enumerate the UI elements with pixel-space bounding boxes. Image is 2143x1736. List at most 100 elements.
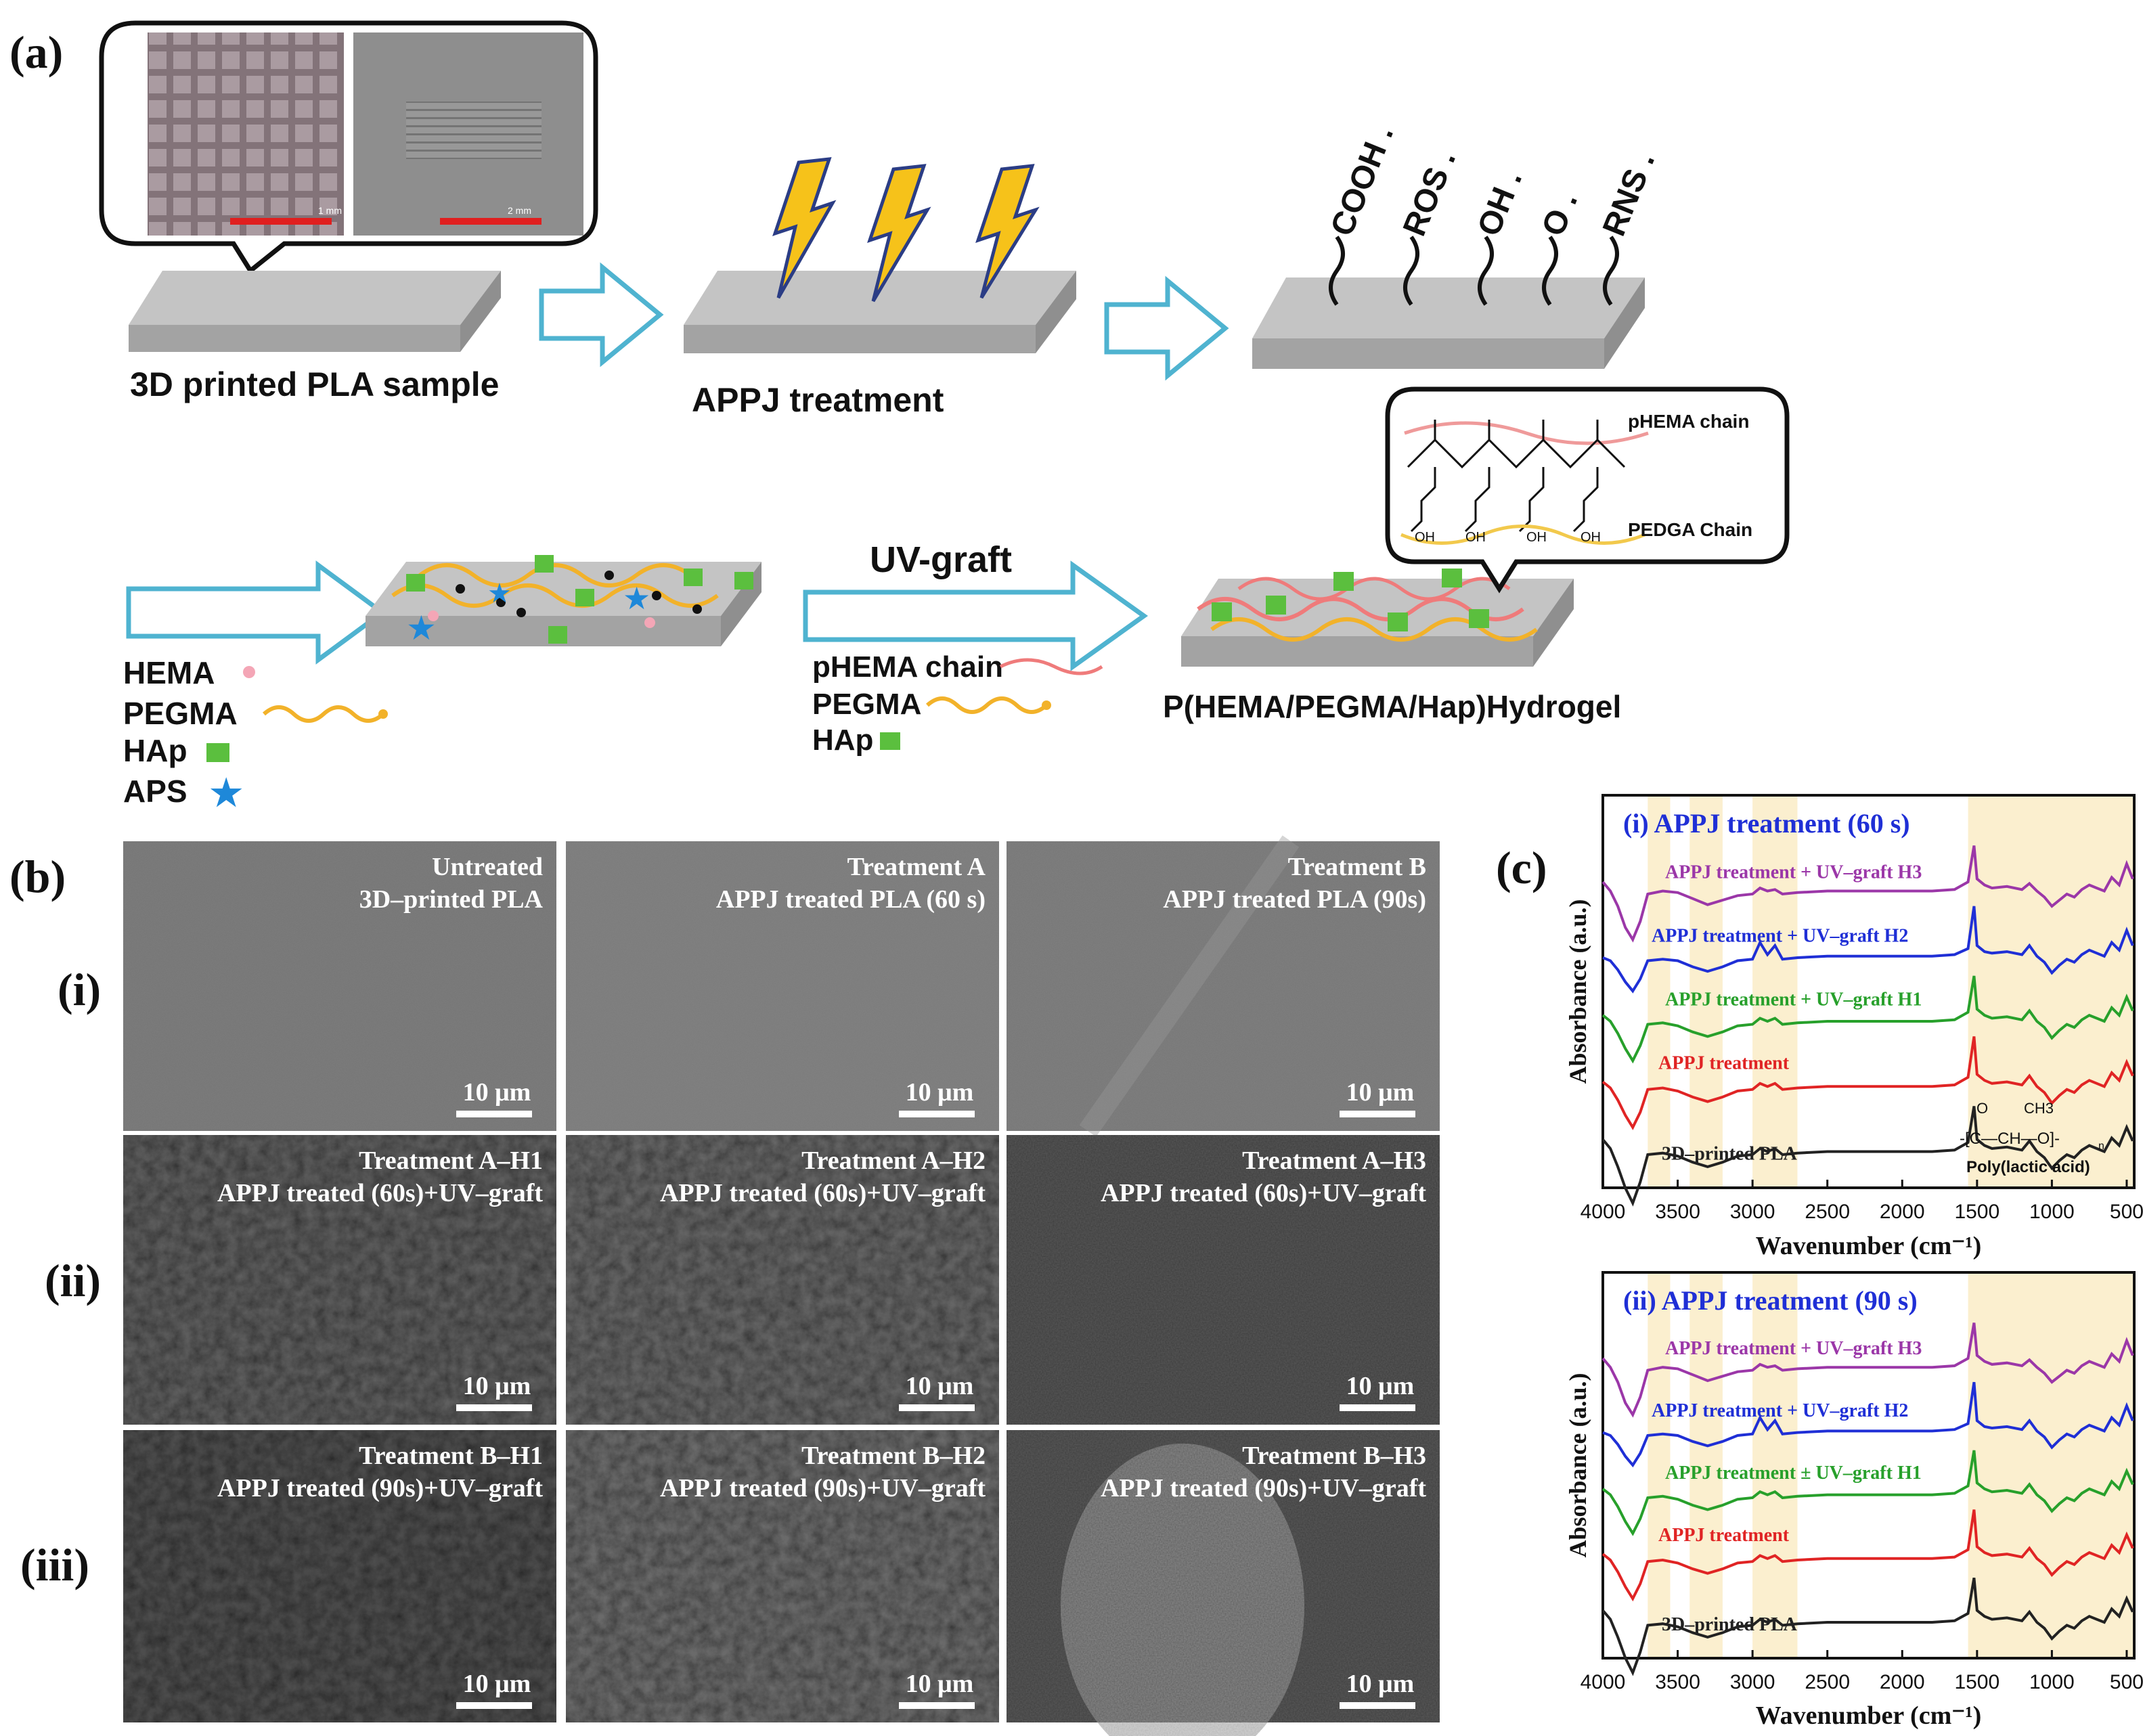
legend-hap: HAp [123, 733, 187, 768]
x-tick-label: 2500 [1805, 1671, 1850, 1693]
series-label: 3D–printed PLA [1662, 1144, 1798, 1165]
oh-label: OH [1415, 530, 1435, 545]
plot-frame [1601, 1271, 2136, 1660]
chart-title: (ii) APPJ treatment (90 s) [1623, 1285, 1918, 1316]
sem-micrograph [566, 1430, 999, 1722]
legend-phema-chain: pHEMA chain [812, 650, 1003, 684]
legend-pegma-2: PEGMA [812, 688, 921, 721]
formula-chain: -[C—CH—O]- [1960, 1130, 2060, 1148]
x-tick-label: 1500 [1954, 1201, 2000, 1223]
scale-bar-label: 10 μm [463, 1670, 531, 1698]
squiggle-bond [1542, 236, 1558, 306]
legend-hema: HEMA [123, 655, 215, 690]
sem-label-treatment: Treatment A–H3 [1242, 1147, 1426, 1175]
x-tick-label: 3500 [1655, 1201, 1700, 1223]
lightning-icon [975, 164, 1040, 299]
squiggle-bond [1478, 236, 1494, 306]
row-label-iii: (iii) [20, 1539, 89, 1590]
legend-aps: APS [123, 774, 187, 809]
scale-bar-red-1 [230, 218, 332, 225]
sem-label-condition: APPJ treated (60s)+UV–graft [660, 1179, 986, 1207]
x-tick-label: 1000 [2029, 1201, 2075, 1223]
highlight-band [1648, 795, 1671, 1188]
arrow-uv-graft [803, 560, 1149, 671]
group-cooh: COOH . [1324, 120, 1400, 241]
sem-micrograph [123, 1135, 556, 1425]
highlight-band [1689, 795, 1723, 1188]
scale-bar [456, 1111, 532, 1117]
scale-bar [1340, 1111, 1415, 1117]
panel-b-label: (b) [9, 851, 66, 902]
pla-grid-photo [148, 32, 344, 236]
scale-bar-label: 10 μm [906, 1078, 974, 1107]
group-o: O . [1535, 187, 1585, 241]
sem-micrograph [566, 1135, 999, 1425]
legend-pegma: PEGMA [123, 696, 238, 731]
structure-callout: OH OH OH OH pHEMA chain PEDGA Chain [1385, 386, 1790, 594]
group-oh: OH . [1471, 166, 1529, 241]
arrow-right-1 [539, 262, 664, 368]
scale-bar [1340, 1702, 1415, 1709]
formula-n: n [2098, 1140, 2104, 1152]
lightning-icons [772, 157, 1040, 303]
x-tick-label: 2500 [1805, 1201, 1850, 1223]
sem-label-condition: 3D–printed PLA [359, 885, 544, 914]
series-line [1601, 1322, 2134, 1418]
scale-bar-label: 10 μm [1346, 1372, 1415, 1400]
hydrogel-slab [1181, 569, 1574, 667]
sem-label-treatment: Treatment A–H2 [801, 1147, 986, 1175]
aps-star-icon: ★ [623, 581, 650, 616]
highlight-band [1648, 1272, 1671, 1658]
x-tick-label: 2000 [1880, 1671, 1925, 1693]
sem-label-condition: APPJ treated PLA (90s) [1163, 885, 1426, 914]
series-line [1601, 1106, 2134, 1207]
structure-pedga-label: PEDGA Chain [1628, 519, 1752, 540]
sem-label-treatment: Untreated [432, 853, 543, 881]
highlight-band [1752, 1272, 1798, 1658]
x-axis-label: Wavenumber (cm⁻¹) [1756, 1701, 1982, 1730]
series-label: APPJ treatment + UV–graft H2 [1652, 1400, 1908, 1421]
squiggle-bond [1603, 236, 1619, 306]
sem-label-treatment: Treatment A–H1 [359, 1147, 543, 1175]
arrow-right-2 [1104, 275, 1229, 381]
scale-bar [456, 1404, 532, 1411]
sem-micrograph [123, 841, 556, 1131]
pegma-chain-icon [925, 696, 1048, 714]
sem-micrograph [1007, 841, 1440, 1131]
uv-graft-label: UV-graft [870, 539, 1012, 580]
x-tick-label: 500 [2110, 1671, 2143, 1693]
arrow-right-3 [126, 560, 386, 665]
series-label: APPJ treatment + UV–graft H2 [1652, 926, 1908, 947]
group-labels: COOH . ROS . OH . O . RNS . [1324, 120, 1662, 241]
series-label: 3D–printed PLA [1662, 1614, 1798, 1635]
series-label: APPJ treatment [1658, 1525, 1790, 1546]
squiggle-bond [1329, 236, 1345, 306]
pegma-chain-icon [262, 705, 385, 723]
aps-star-icon: ★ [406, 609, 437, 647]
chart-title: (i) APPJ treatment (60 s) [1623, 808, 1910, 839]
x-tick-label: 3500 [1655, 1671, 1700, 1693]
scale-bar [899, 1111, 975, 1117]
step-label-appj: APPJ treatment [692, 381, 944, 419]
x-tick-label: 1000 [2029, 1671, 2075, 1693]
sem-label-condition: APPJ treated PLA (60 s) [716, 885, 986, 914]
series-label: APPJ treatment + UV–graft H1 [1665, 989, 1922, 1010]
group-rns: RNS . [1596, 148, 1662, 242]
scale-bar-label: 10 μm [906, 1670, 974, 1698]
micrograph-callout: 1 mm 2 mm [99, 20, 598, 275]
legend-mid: pHEMA chain PEGMA HAp [812, 650, 1103, 757]
structure-phema-label: pHEMA chain [1628, 411, 1749, 432]
hap-square-icon [206, 743, 229, 762]
sem-micrograph [123, 1430, 556, 1722]
hap-square-icon [880, 732, 900, 750]
sem-micrograph [1007, 1135, 1440, 1425]
series-line [1601, 1577, 2134, 1676]
hema-dot-icon [243, 666, 255, 678]
scale-bar-label: 10 μm [463, 1078, 531, 1107]
